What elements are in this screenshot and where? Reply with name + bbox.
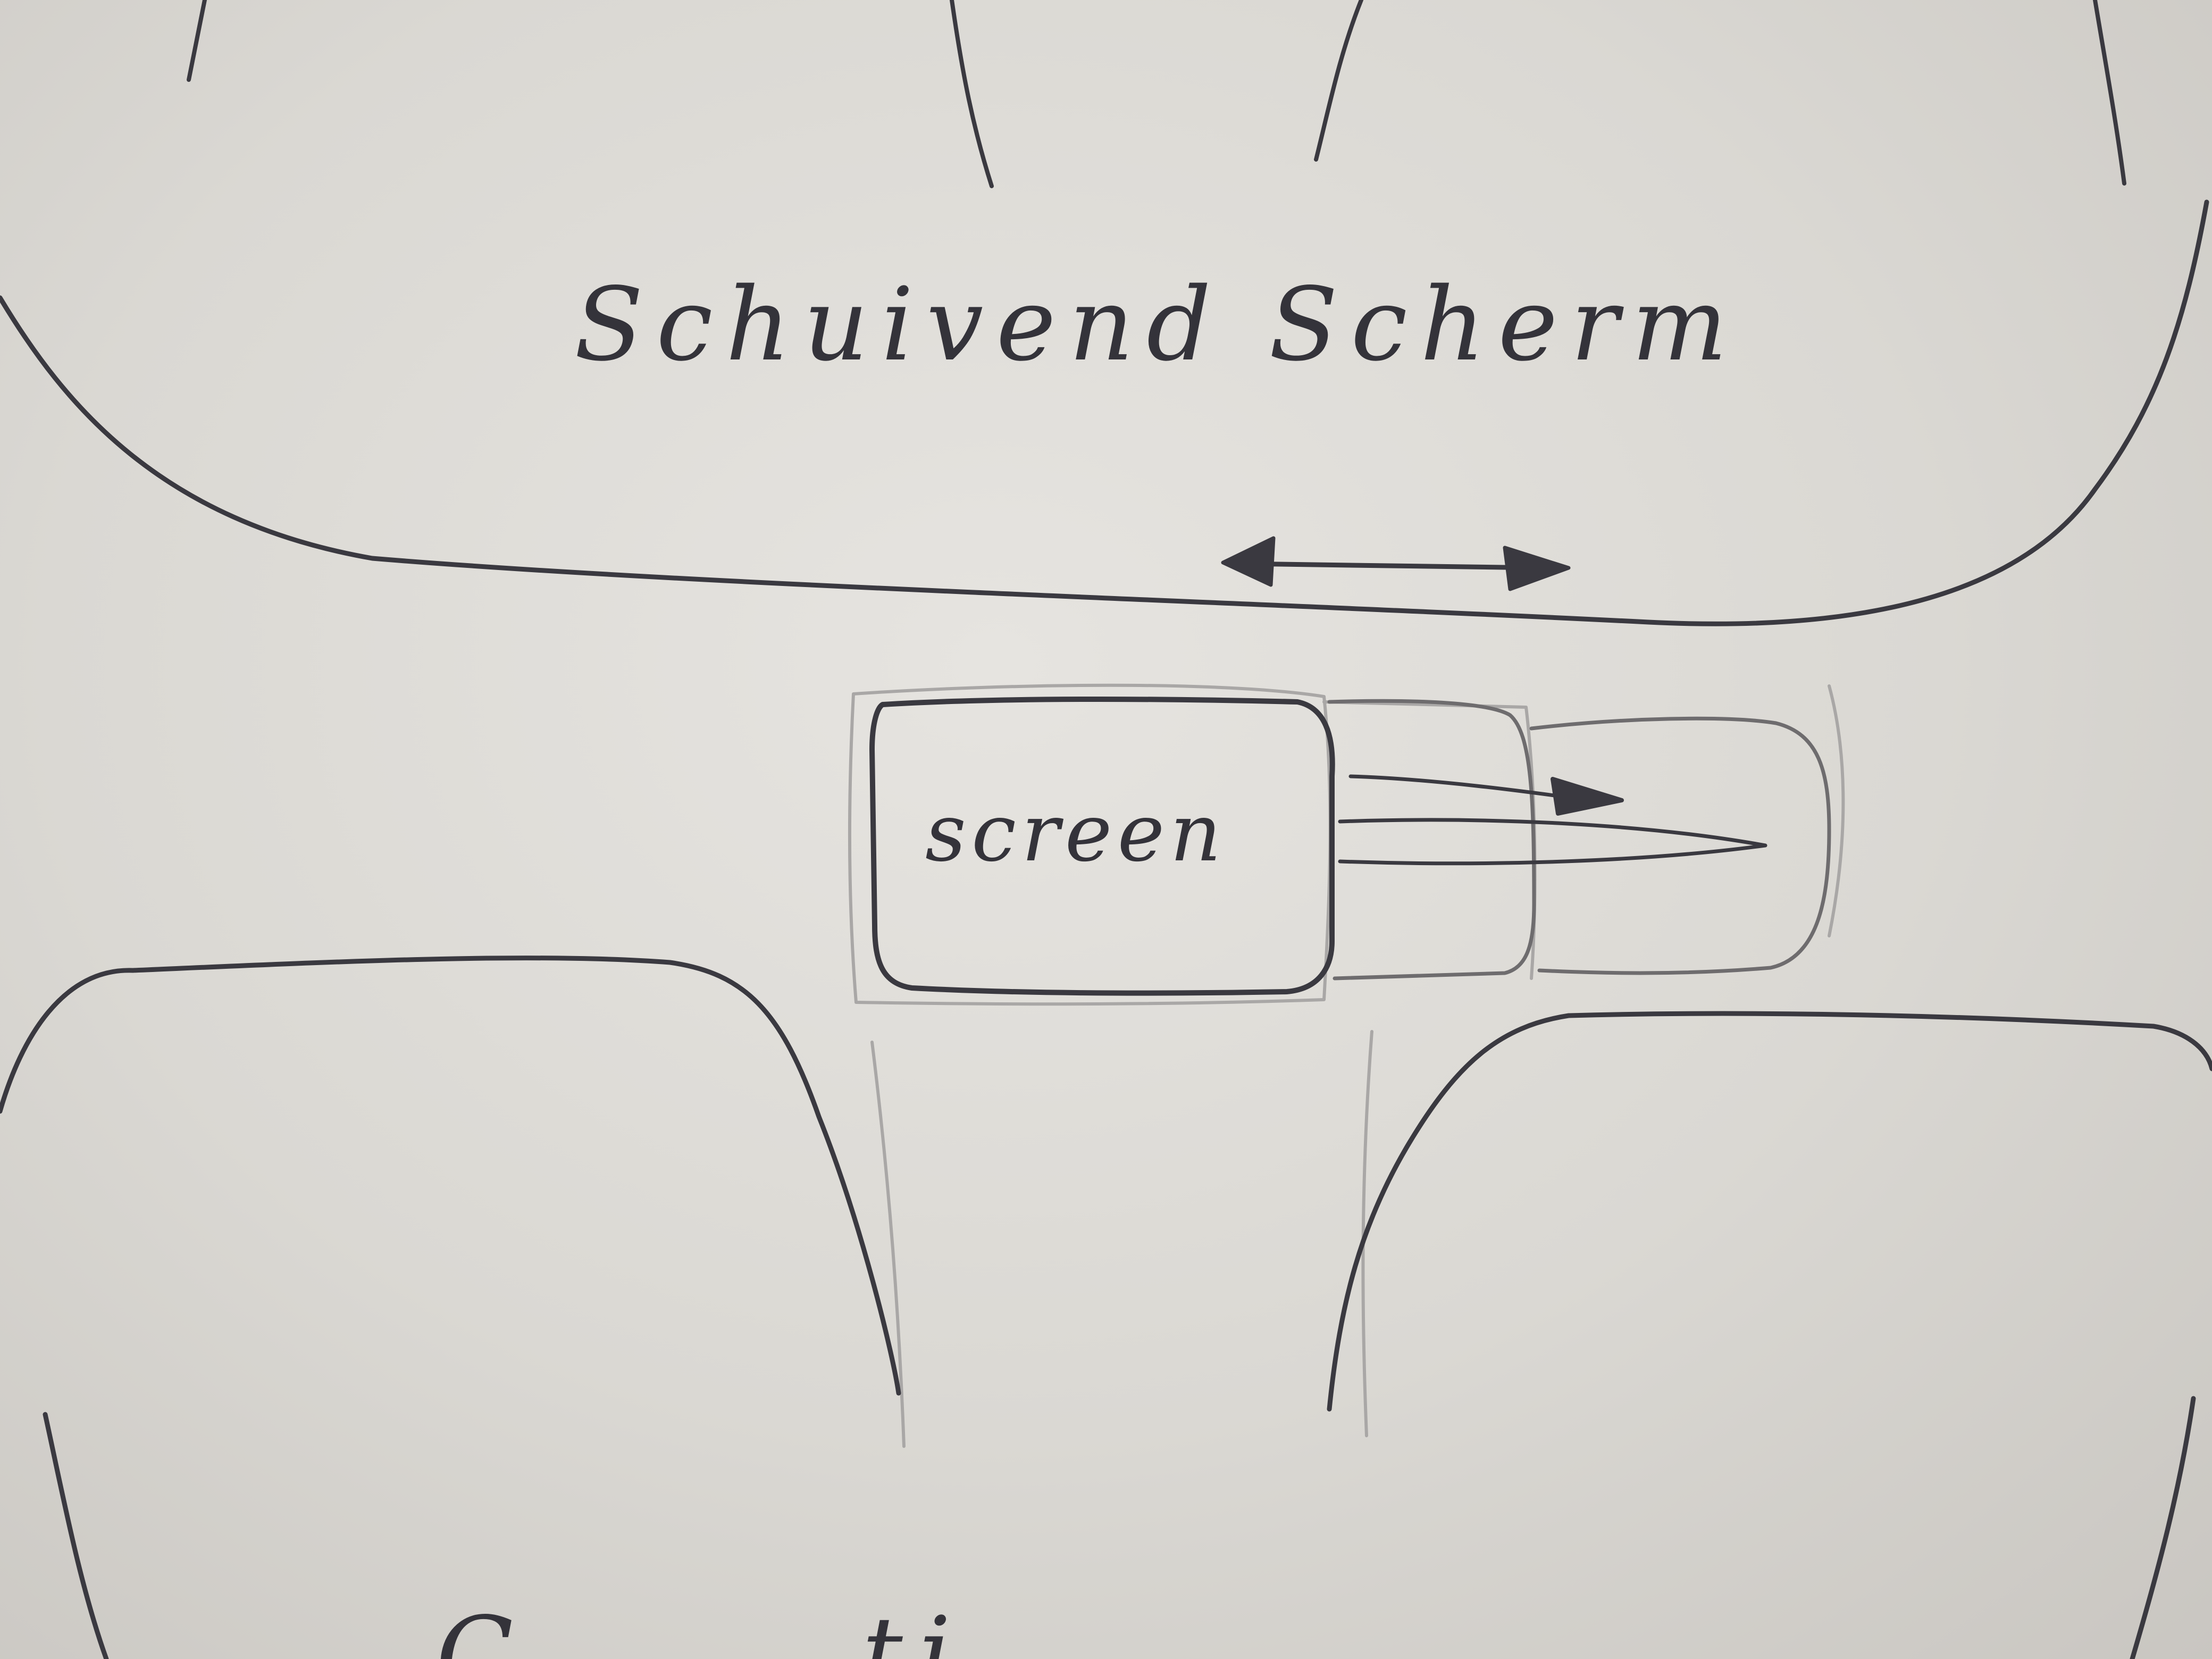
top-card-divider-1 (187, 0, 207, 82)
top-card-divider-3 (1314, 0, 1363, 162)
sketch-title: Schuivend Scherm (574, 266, 1740, 383)
bottom-partial-text: C... ...ti (436, 1595, 967, 1659)
double-headed-arrow-icon (1221, 536, 1571, 591)
slide-segment-outline (1327, 699, 1536, 981)
top-card-outline (0, 199, 2209, 626)
bottom-right-arc (2130, 1396, 2196, 1659)
screen-label: screen (925, 787, 1227, 879)
top-card-divider-2 (950, 0, 994, 188)
bottom-left-card-outline (0, 956, 901, 1396)
top-card-divider-4 (2093, 0, 2126, 186)
screen-box-outline (869, 697, 1335, 996)
bottom-left-arc (43, 1412, 109, 1659)
slide-segment-outline-2 (1529, 716, 1831, 975)
bottom-right-card-outline (1327, 1011, 2212, 1412)
right-arrow-icon (1338, 774, 1767, 866)
